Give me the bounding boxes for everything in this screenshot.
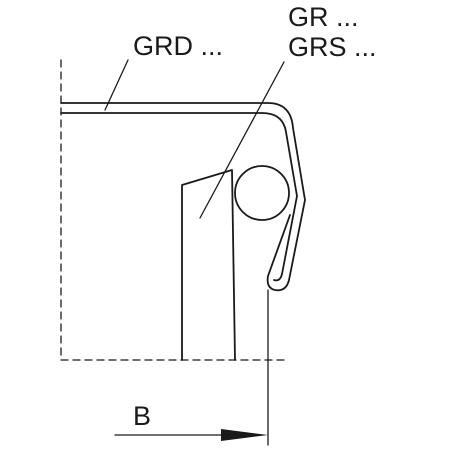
plate-insert <box>181 169 236 361</box>
clip-profile-inner <box>60 112 298 282</box>
label-grd: GRD ... <box>133 31 223 61</box>
clip-profile-outer <box>60 102 306 292</box>
leader-line-gr <box>199 61 285 219</box>
dimension-arrow-head <box>221 429 268 441</box>
leader-line-grd <box>104 59 129 111</box>
round-bead <box>234 165 290 221</box>
label-grs: GRS ... <box>288 32 377 62</box>
dimension-label-b: B <box>133 401 151 431</box>
label-gr: GR ... <box>288 2 359 32</box>
